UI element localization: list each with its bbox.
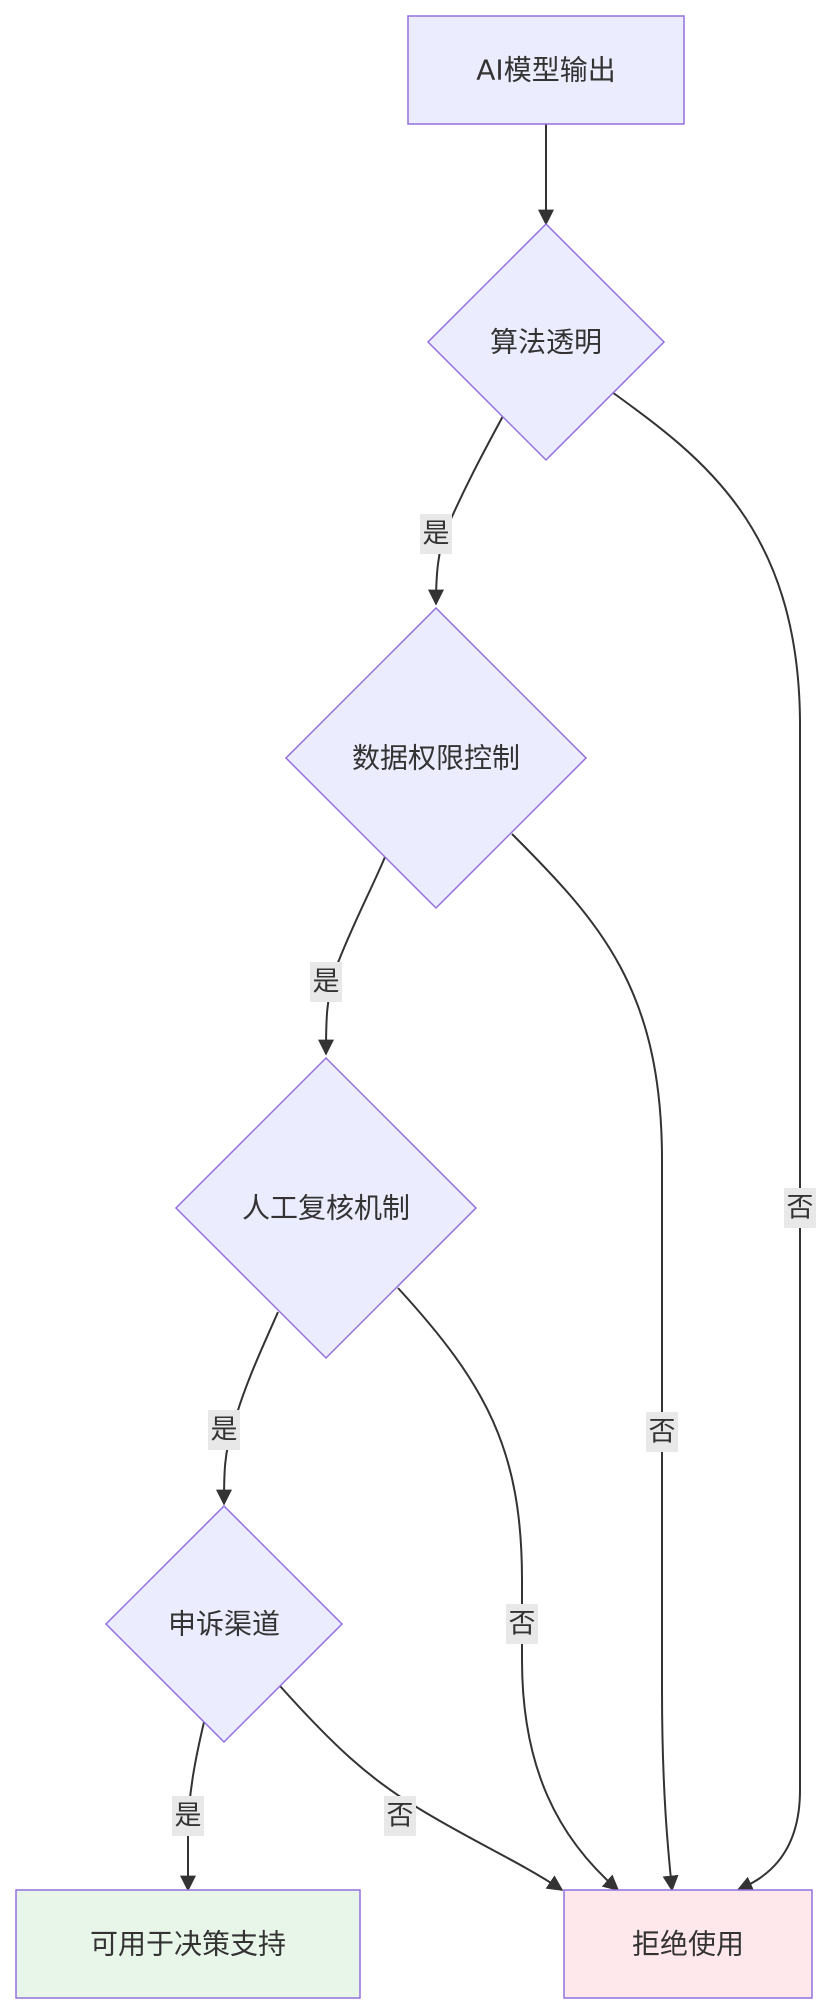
node-ai-output-label: AI模型输出 [476, 54, 615, 87]
svg-text:否: 否 [787, 1193, 814, 1224]
svg-text:是: 是 [423, 519, 450, 550]
edge-label-no-4: 否 [384, 1796, 416, 1836]
svg-text:否: 否 [387, 1801, 414, 1832]
node-algo-transparent-label: 算法透明 [490, 326, 602, 359]
node-manual-review-label: 人工复核机制 [242, 1192, 410, 1225]
edge-label-yes-2: 是 [310, 962, 342, 1002]
edge-manual-review-to-reject [397, 1287, 620, 1892]
svg-text:否: 否 [649, 1417, 676, 1448]
node-reject-use-label: 拒绝使用 [632, 1928, 744, 1961]
edge-label-no-3: 否 [506, 1604, 538, 1644]
node-algo-transparent: 算法透明 [426, 222, 666, 462]
edge-manual-review-to-appeal [216, 1311, 279, 1506]
node-manual-review-shape [174, 1056, 478, 1360]
edge-label-yes-3: 是 [208, 1410, 240, 1450]
node-decision-support: 可用于决策支持 [15, 1889, 361, 1999]
svg-text:是: 是 [211, 1415, 238, 1446]
node-appeal-channel-shape [104, 1504, 344, 1744]
svg-text:否: 否 [509, 1609, 536, 1640]
edge-label-no-2: 否 [646, 1412, 678, 1452]
edge-label-yes-4: 是 [172, 1796, 204, 1836]
edge-appeal-to-reject [279, 1685, 564, 1891]
node-reject-use-box [563, 1889, 813, 1999]
edge-label-no-1: 否 [784, 1188, 816, 1228]
node-ai-output: AI模型输出 [407, 15, 685, 125]
node-decision-support-label: 可用于决策支持 [90, 1928, 286, 1961]
node-data-permission: 数据权限控制 [284, 606, 588, 910]
edge-algo-transparent-to-data-permission [428, 415, 504, 606]
node-appeal-channel-label: 申诉渠道 [168, 1608, 280, 1641]
node-data-permission-shape [284, 606, 588, 910]
svg-text:是: 是 [175, 1801, 202, 1832]
edge-data-permission-to-reject [511, 833, 679, 1892]
node-appeal-channel: 申诉渠道 [104, 1504, 344, 1744]
node-algo-transparent-shape [426, 222, 666, 462]
node-decision-support-box [15, 1889, 361, 1999]
node-ai-output-box [407, 15, 685, 125]
edge-labels: 是 否 是 否 是 否 是 否 [172, 514, 816, 1836]
edge-data-permission-to-manual-review [318, 856, 386, 1056]
edge-label-yes-1: 是 [420, 514, 452, 554]
edge-algo-transparent-to-reject [611, 391, 801, 1892]
svg-text:是: 是 [313, 967, 340, 998]
node-manual-review: 人工复核机制 [174, 1056, 478, 1360]
nodes: AI模型输出 算法透明 数据权限控制 人工复核机制 申诉渠道 可用于决策支持 拒… [15, 15, 813, 1999]
node-reject-use: 拒绝使用 [563, 1889, 813, 1999]
node-data-permission-label: 数据权限控制 [352, 742, 520, 775]
